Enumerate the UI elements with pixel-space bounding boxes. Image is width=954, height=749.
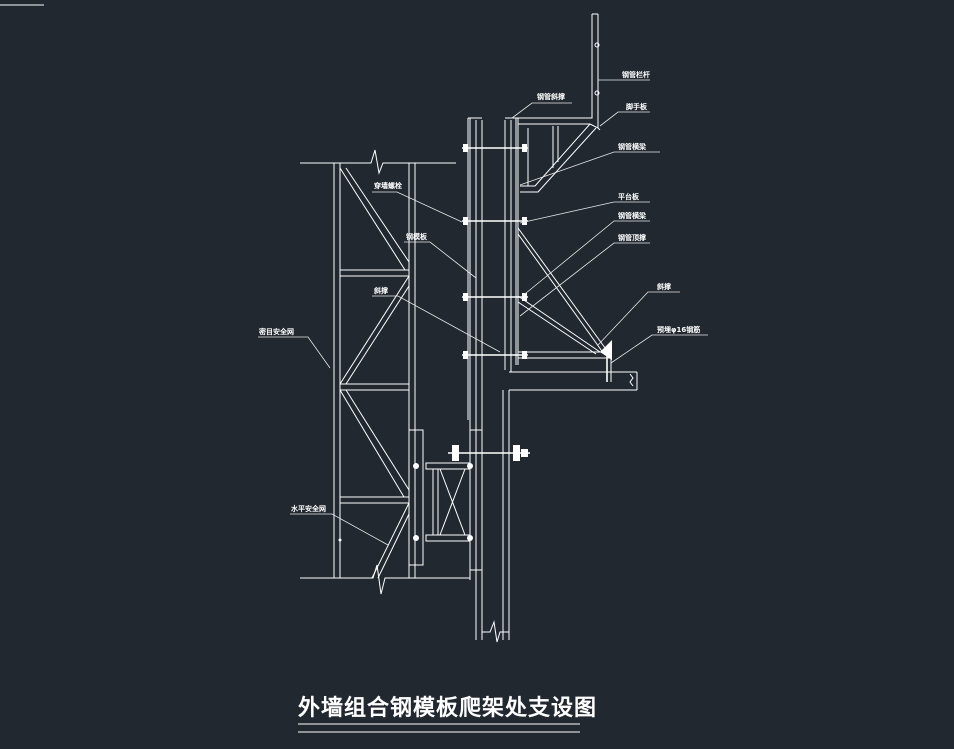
label-horizontal-net: 水平安全网 bbox=[291, 504, 326, 513]
label-railing-pipe: 钢管栏杆 bbox=[622, 70, 650, 79]
wall-tie-bars bbox=[462, 144, 528, 359]
label-scaffold-board: 脚手板 bbox=[625, 102, 648, 111]
steel-formwork bbox=[462, 117, 528, 580]
label-shoring: 斜撑 bbox=[656, 282, 671, 291]
top-break-line bbox=[300, 149, 456, 175]
label-support-bolt: 预埋φ16钢筋 bbox=[657, 325, 700, 334]
label-wall-tie: 穿墙螺栓 bbox=[374, 181, 402, 190]
leader-lines bbox=[258, 79, 708, 546]
label-diag-brace: 斜撑 bbox=[373, 286, 388, 295]
label-form-board: 钢模板 bbox=[406, 232, 428, 241]
label-form-beam: 钢管横梁 bbox=[618, 211, 647, 220]
label-safety-net: 密目安全网 bbox=[259, 327, 294, 336]
top-platform bbox=[518, 13, 601, 193]
wall-attachment-bracket bbox=[408, 429, 530, 571]
concrete-wall bbox=[475, 120, 638, 643]
annotation-labels: 钢管栏杆 脚手板 钢管斜撑 钢管横梁 平台板 钢管横梁 钢管顶撑 穿墙螺栓 钢模… bbox=[259, 70, 700, 513]
label-steel-pipe-support: 钢管斜撑 bbox=[537, 92, 565, 101]
label-steel-pipe-top: 钢管顶撑 bbox=[618, 233, 646, 242]
label-platform-board: 平台板 bbox=[618, 192, 640, 201]
label-platform-beam: 钢管横梁 bbox=[618, 142, 647, 151]
climbing-frame bbox=[300, 149, 470, 595]
drawing-title: 外墙组合钢模板爬架处支设图 bbox=[298, 695, 598, 721]
lower-bracket bbox=[517, 227, 612, 382]
bottom-break-line bbox=[300, 564, 470, 595]
